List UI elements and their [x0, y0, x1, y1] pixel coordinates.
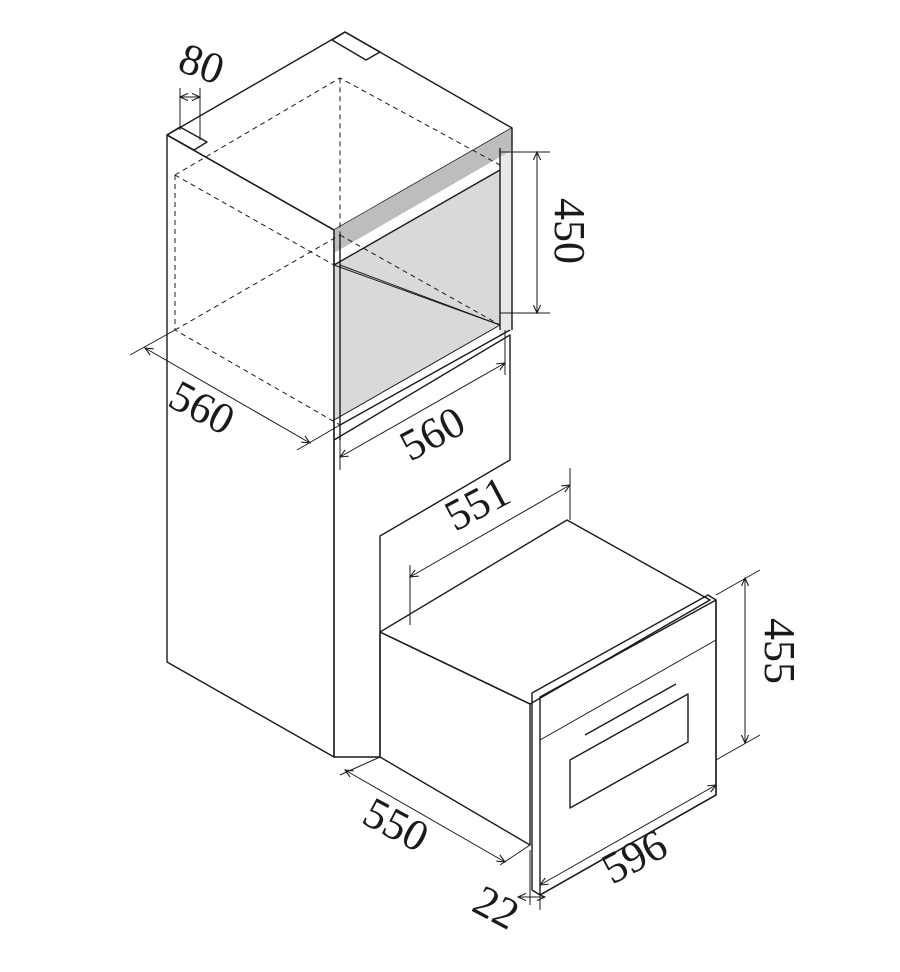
- rear-upstand: [331, 31, 381, 61]
- door-handle: [584, 683, 677, 736]
- left-upstand: [166, 126, 208, 151]
- label-niche-height: 450: [545, 198, 594, 264]
- appliance: [379, 519, 717, 896]
- appliance-top: [379, 519, 711, 705]
- label-appliance-front-width: 596: [594, 820, 675, 894]
- cabinet-left-side: [166, 134, 335, 758]
- label-appliance-height: 455: [755, 618, 804, 684]
- dimension-labels: 80 450 560 560 551 455 550 596 22: [161, 33, 804, 939]
- label-niche-depth: 560: [161, 371, 242, 445]
- dimension-lines: [129, 88, 761, 910]
- cabinet-front-lower: [333, 334, 511, 758]
- label-panel-thickness: 80: [173, 33, 231, 94]
- label-niche-width: 560: [392, 397, 473, 471]
- label-appliance-body-width: 551: [437, 467, 518, 541]
- label-appliance-depth: 550: [355, 788, 436, 862]
- niche-right-wall: [500, 143, 512, 337]
- niche-ceiling: [334, 128, 512, 253]
- label-front-panel-thickness: 22: [465, 876, 527, 940]
